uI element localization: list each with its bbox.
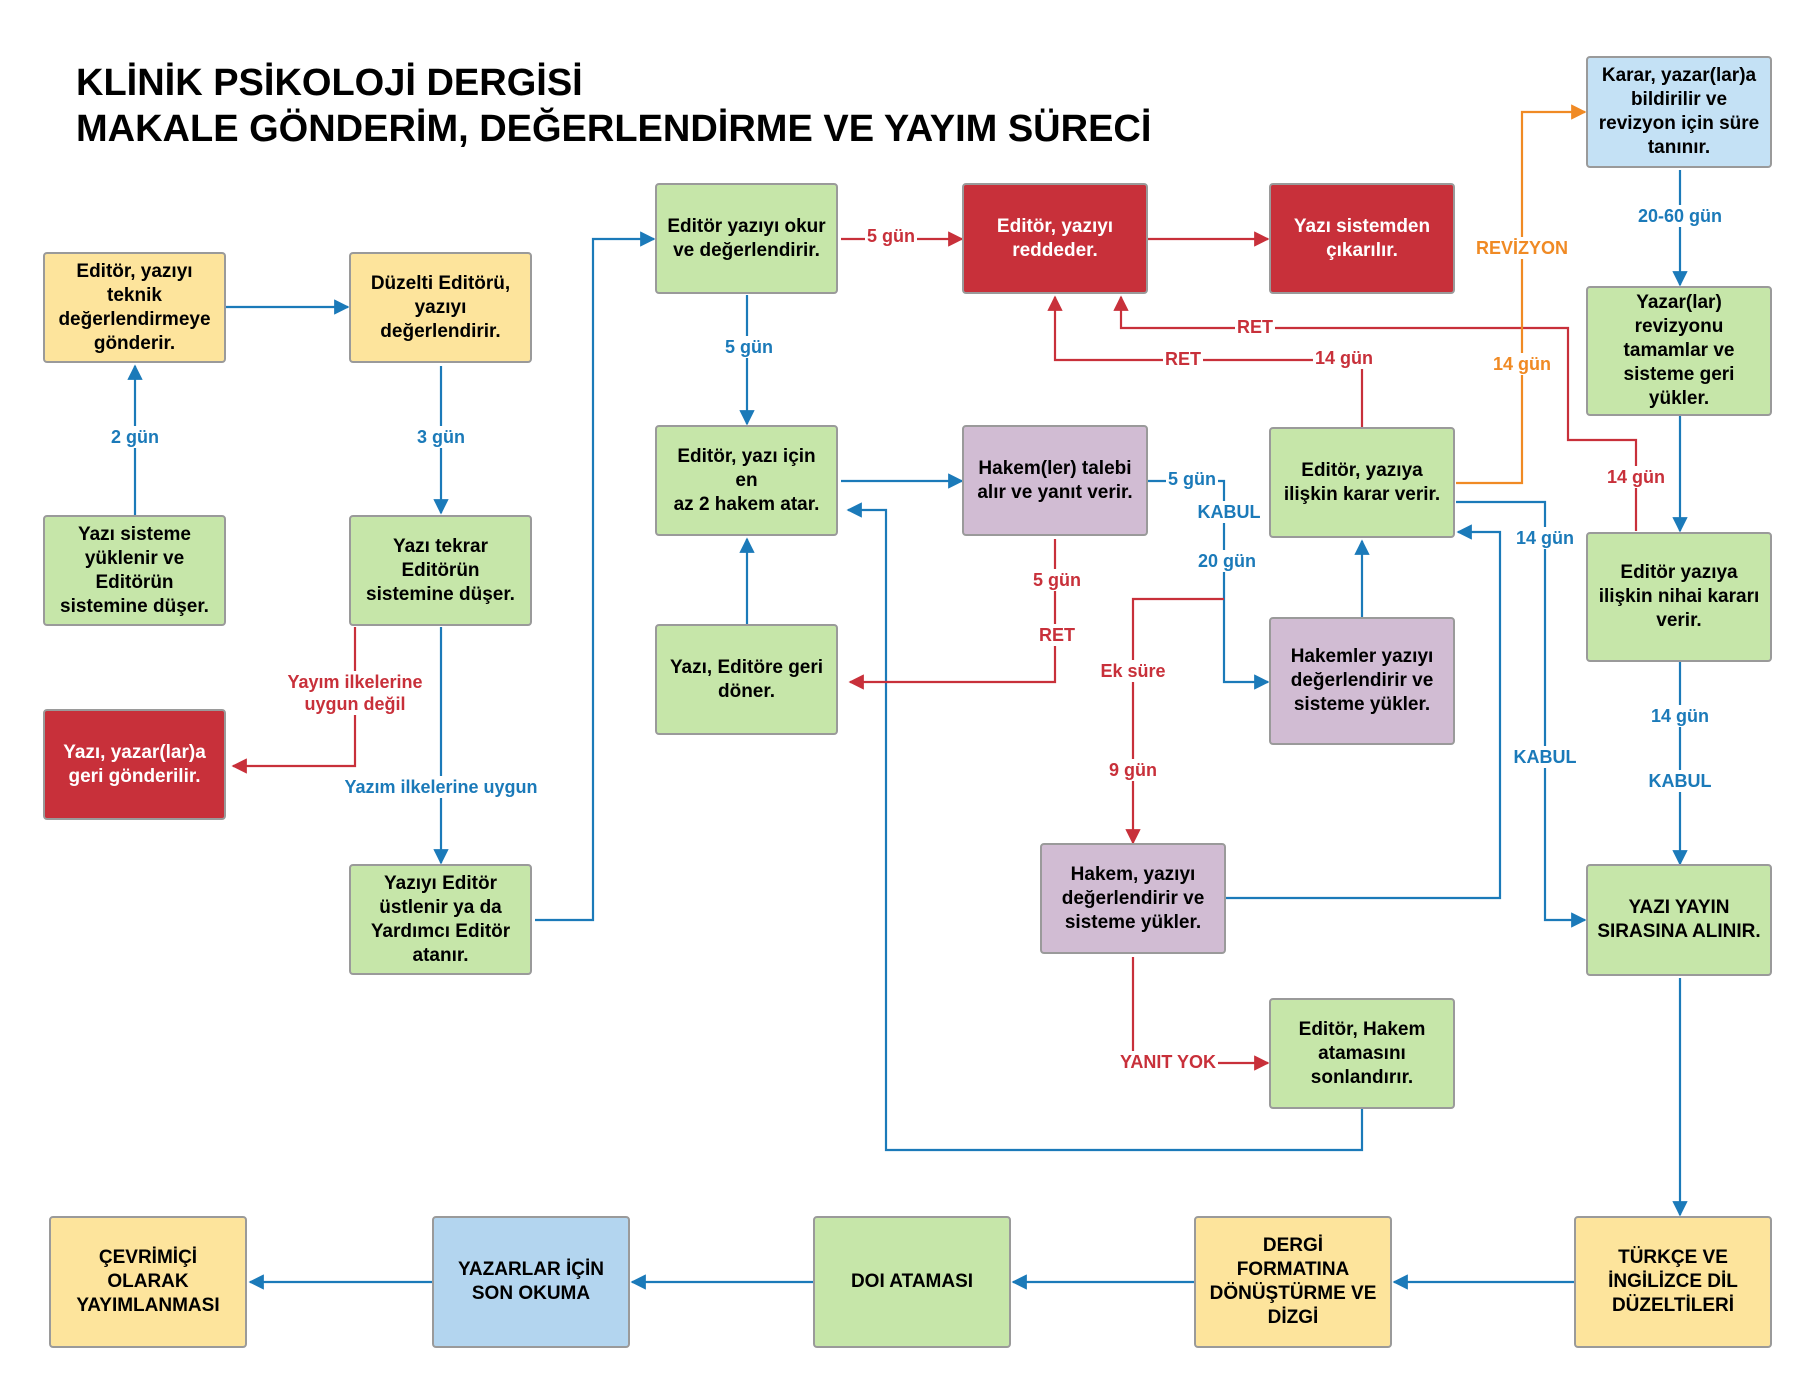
label-no-response: YANIT YOK xyxy=(1117,1051,1219,1073)
label-14-days-accept: 14 gün xyxy=(1513,527,1577,549)
label-5-days-assign: 5 gün xyxy=(723,336,775,358)
node-editor-rejects: Editör, yazıyı reddeder. xyxy=(962,183,1148,294)
arrow-b16-b10 xyxy=(846,502,1364,1152)
arrow-b15-b16 xyxy=(1131,957,1270,1071)
node-copy-editor: Düzelti Editörü, yazıyı değerlendirir. xyxy=(349,252,532,363)
label-9-days: 9 gün xyxy=(1107,759,1159,781)
node-reviewers-evaluate: Hakemler yazıyı değerlendirir ve sisteme… xyxy=(1269,617,1455,745)
node-returned-to-authors: Yazı, yazar(lar)a geri gönderilir. xyxy=(43,709,226,820)
node-language-edits-text: TÜRKÇE VE İNGİLİZCE DİL DÜZELTİLERİ xyxy=(1608,1247,1738,1316)
label-5-days-reviewer: 5 gün xyxy=(1166,468,1218,490)
node-reviewer-response: Hakem(ler) talebi alır ve yanıt verir. xyxy=(962,425,1148,536)
label-20-days: 20 gün xyxy=(1195,550,1259,572)
node-revision-uploaded-text: Yazar(lar) revizyonu tamamlar ve sisteme… xyxy=(1623,292,1735,409)
label-extra-time: Ek süre xyxy=(1098,660,1168,682)
node-editor-decision-text: Editör, yazıya ilişkin karar verir. xyxy=(1283,459,1441,505)
node-editor-rejects-text: Editör, yazıyı reddeder. xyxy=(996,215,1114,261)
node-final-proof-text: YAZARLAR İÇİN SON OKUMA xyxy=(457,1259,605,1304)
arrow-b12-b20 xyxy=(1456,500,1587,928)
node-reviewer-response-text: Hakem(ler) talebi alır ve yanıt verir. xyxy=(977,457,1133,503)
label-revision: REVİZYON xyxy=(1473,237,1571,259)
arrow-ek-sure-b15 xyxy=(1125,597,1224,845)
label-not-compliant: Yayım ilkelerine uygun değil xyxy=(285,671,425,715)
node-reviewer-evaluates: Hakem, yazıyı değerlendirir ve sisteme y… xyxy=(1040,843,1226,954)
node-end-reviewer-assignment: Editör, Hakem atamasını sonlandırır. xyxy=(1269,998,1455,1109)
node-final-proof: YAZARLAR İÇİN SON OKUMA xyxy=(432,1216,630,1348)
node-reviewers-evaluate-text: Hakemler yazıyı değerlendirir ve sisteme… xyxy=(1290,646,1434,715)
label-accept-reviewer: KABUL xyxy=(1195,501,1263,523)
node-returns-to-editor-text: Yazı, Editöre geri döner. xyxy=(669,656,824,702)
label-14-days-reject: 14 gün xyxy=(1312,347,1376,369)
node-decision-notified: Karar, yazar(lar)a bildirilir ve revizyo… xyxy=(1586,56,1772,168)
node-doi-assignment-text: DOI ATAMASI xyxy=(850,1271,974,1292)
node-removed-from-system: Yazı sistemden çıkarılır. xyxy=(1269,183,1455,294)
arrow-b15-b12 xyxy=(1226,524,1502,900)
node-technical-review: Editör, yazıyı teknik değerlendirmeye gö… xyxy=(43,252,226,363)
title-line-1: KLİNİK PSİKOLOJİ DERGİSİ xyxy=(76,62,583,104)
arrow-b12-b17 xyxy=(1456,104,1587,485)
node-assign-reviewers: Editör, yazı için en az 2 hakem atar. xyxy=(655,425,838,536)
node-online-publication-text: ÇEVRİMİÇİ OLARAK YAYIMLANMASI xyxy=(76,1247,220,1316)
node-end-reviewer-assignment-text: Editör, Hakem atamasını sonlandırır. xyxy=(1298,1018,1426,1088)
label-20-60-days: 20-60 gün xyxy=(1635,205,1725,227)
label-14-days-final: 14 gün xyxy=(1648,705,1712,727)
label-compliant: Yazım ilkelerine uygun xyxy=(342,776,540,798)
node-editor-reads-text: Editör yazıyı okur ve değerlendirir. xyxy=(667,215,826,261)
node-returns-to-editor: Yazı, Editöre geri döner. xyxy=(655,624,838,735)
node-decision-notified-text: Karar, yazar(lar)a bildirilir ve revizyo… xyxy=(1598,65,1760,158)
node-publication-queue-text: YAZI YAYIN SIRASINA ALINIR. xyxy=(1597,897,1761,942)
label-reject-top: RET xyxy=(1235,316,1275,338)
node-upload-text: Yazı sisteme yüklenir ve Editörün sistem… xyxy=(60,523,209,617)
label-reject-5-days: 5 gün xyxy=(865,225,917,247)
label-2-days: 2 gün xyxy=(109,426,161,448)
node-typesetting: DERGİ FORMATINA DÖNÜŞTÜRME VE DİZGİ xyxy=(1194,1216,1392,1348)
label-accept-right: KABUL xyxy=(1511,746,1579,768)
node-back-to-editor-text: Yazı tekrar Editörün sistemine düşer. xyxy=(366,535,515,605)
label-14-days-final-reject: 14 gün xyxy=(1604,466,1668,488)
node-assign-reviewers-text: Editör, yazı için en az 2 hakem atar. xyxy=(673,445,820,515)
arrow-b19-b8 xyxy=(1113,295,1638,531)
arrow-b6-b7 xyxy=(535,231,656,922)
node-assign-editor: Yazıyı Editör üstlenir ya da Yardımcı Ed… xyxy=(349,864,532,975)
label-5-days-decline: 5 gün xyxy=(1031,569,1083,591)
node-editor-decision: Editör, yazıya ilişkin karar verir. xyxy=(1269,427,1455,538)
label-14-days-revision: 14 gün xyxy=(1490,353,1554,375)
page-title: KLİNİK PSİKOLOJİ DERGİSİ MAKALE GÖNDERİM… xyxy=(76,60,1151,152)
title-line-2: MAKALE GÖNDERİM, DEĞERLENDİRME VE YAYIM … xyxy=(76,108,1152,150)
node-reviewer-evaluates-text: Hakem, yazıyı değerlendirir ve sisteme y… xyxy=(1061,863,1205,933)
node-online-publication: ÇEVRİMİÇİ OLARAK YAYIMLANMASI xyxy=(49,1216,247,1348)
node-back-to-editor: Yazı tekrar Editörün sistemine düşer. xyxy=(349,515,532,626)
node-revision-uploaded: Yazar(lar) revizyonu tamamlar ve sisteme… xyxy=(1586,286,1772,416)
node-final-decision-text: Editör yazıya ilişkin nihai kararı verir… xyxy=(1598,562,1760,631)
node-assign-editor-text: Yazıyı Editör üstlenir ya da Yardımcı Ed… xyxy=(370,872,511,966)
node-doi-assignment: DOI ATAMASI xyxy=(813,1216,1011,1348)
arrow-b12-b8 xyxy=(1047,295,1364,427)
label-accept-final: KABUL xyxy=(1646,770,1714,792)
label-3-days: 3 gün xyxy=(415,426,467,448)
label-reject-mid: RET xyxy=(1163,348,1203,370)
node-language-edits: TÜRKÇE VE İNGİLİZCE DİL DÜZELTİLERİ xyxy=(1574,1216,1772,1348)
node-typesetting-text: DERGİ FORMATINA DÖNÜŞTÜRME VE DİZGİ xyxy=(1209,1235,1377,1328)
node-returned-to-authors-text: Yazı, yazar(lar)a geri gönderilir. xyxy=(63,741,206,787)
arrow-b11-b13 xyxy=(848,539,1057,690)
node-copy-editor-text: Düzelti Editörü, yazıyı değerlendirir. xyxy=(370,272,511,342)
node-publication-queue: YAZI YAYIN SIRASINA ALINIR. xyxy=(1586,864,1772,976)
node-final-decision: Editör yazıya ilişkin nihai kararı verir… xyxy=(1586,532,1772,662)
node-upload: Yazı sisteme yüklenir ve Editörün sistem… xyxy=(43,515,226,626)
label-reject-reviewer: RET xyxy=(1037,624,1077,646)
node-technical-review-text: Editör, yazıyı teknik değerlendirmeye gö… xyxy=(58,260,211,354)
node-removed-from-system-text: Yazı sistemden çıkarılır. xyxy=(1293,215,1431,261)
node-editor-reads: Editör yazıyı okur ve değerlendirir. xyxy=(655,183,838,294)
